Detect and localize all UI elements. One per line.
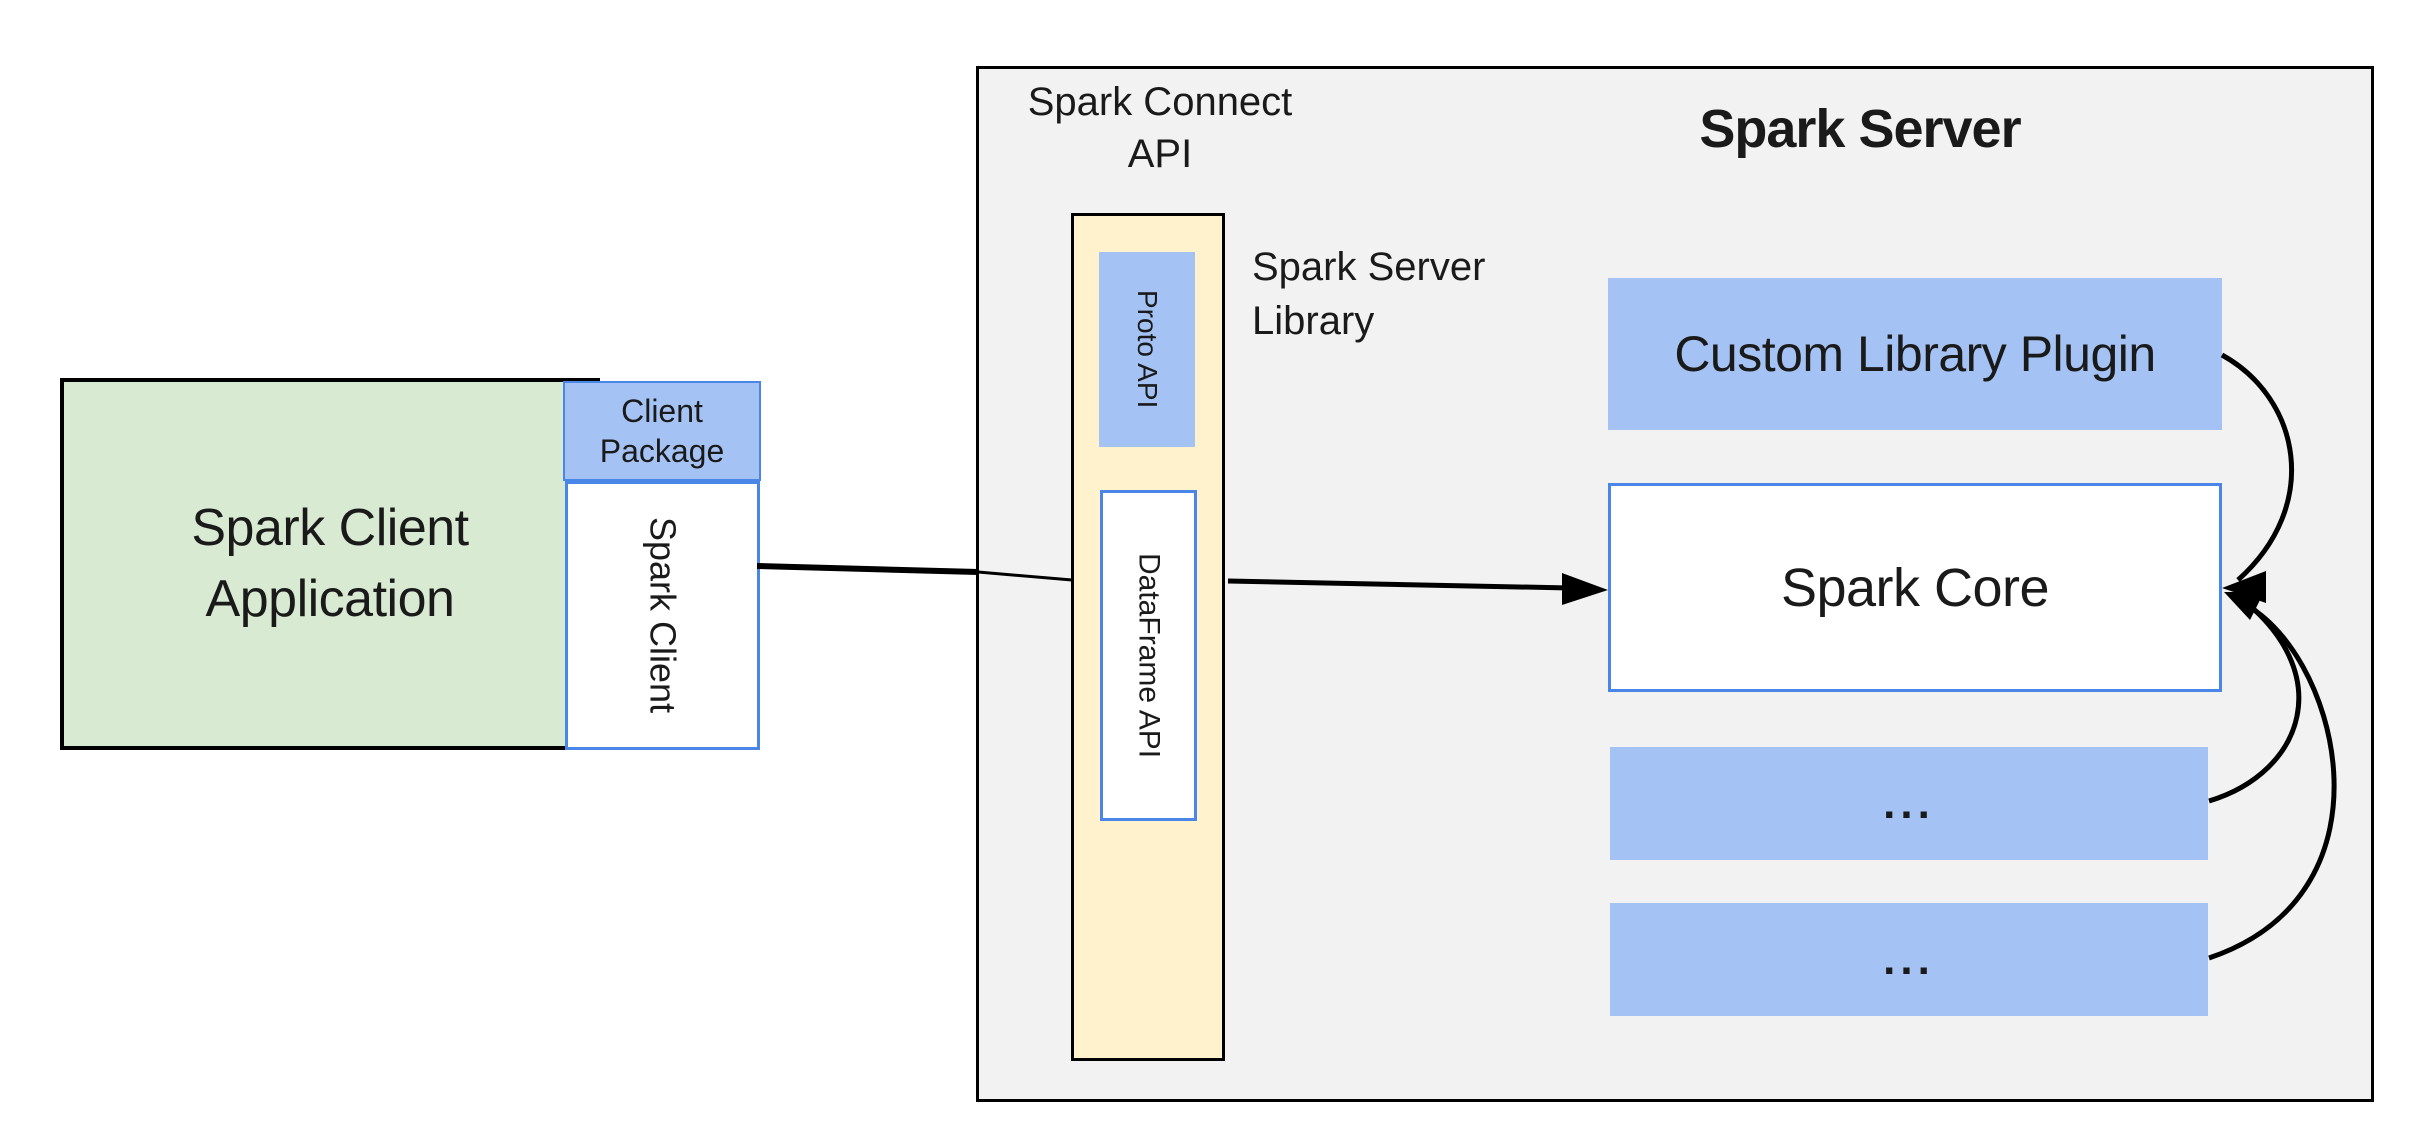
spark-connect-api-title-line2: API bbox=[1127, 132, 1193, 176]
spark-core-box: Spark Core bbox=[1608, 483, 2222, 692]
spark-server-library-label-line1: Spark Server bbox=[1252, 245, 1486, 289]
spark-client-application-label: Spark Client Application bbox=[191, 499, 469, 628]
spark-connect-api-title-line1: Spark Connect bbox=[1027, 80, 1293, 124]
proto-api-box: Proto API bbox=[1099, 252, 1195, 447]
dots-box-2-label: ... bbox=[1883, 934, 1935, 984]
spark-connect-api-title: Spark Connect API bbox=[1010, 76, 1310, 180]
spark-client-application-box: Spark Client Application bbox=[60, 378, 600, 750]
spark-server-library-label: Spark Server Library bbox=[1252, 240, 1582, 348]
client-package-label-line2: Package bbox=[599, 433, 725, 469]
custom-library-plugin-box: Custom Library Plugin bbox=[1608, 278, 2222, 430]
client-package-box: Client Package bbox=[563, 381, 761, 481]
dataframe-api-label: DataFrame API bbox=[1132, 552, 1166, 759]
custom-library-plugin-label: Custom Library Plugin bbox=[1674, 326, 2156, 382]
spark-server-library-label-line2: Library bbox=[1252, 299, 1375, 343]
spark-core-label: Spark Core bbox=[1780, 557, 2050, 618]
dots-box-2: ... bbox=[1610, 903, 2208, 1016]
client-package-label-line1: Client bbox=[621, 393, 703, 429]
dots-box-1-label: ... bbox=[1883, 778, 1935, 828]
dataframe-api-box: DataFrame API bbox=[1100, 490, 1197, 821]
spark-client-box: Spark Client bbox=[565, 481, 760, 750]
dots-box-1: ... bbox=[1610, 747, 2208, 860]
spark-client-label: Spark Client bbox=[642, 517, 684, 714]
spark-server-title: Spark Server bbox=[1699, 99, 2021, 159]
proto-api-label: Proto API bbox=[1132, 290, 1163, 409]
client-to-connect-arrow bbox=[756, 563, 979, 575]
